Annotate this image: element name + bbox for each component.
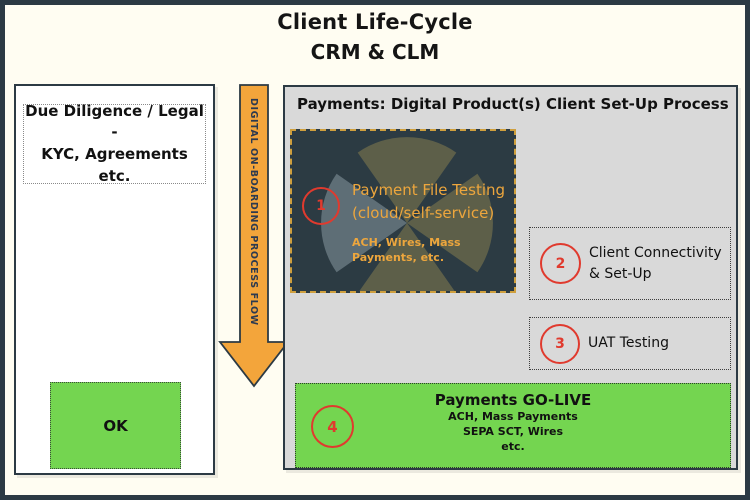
due-diligence-panel: Due Diligence / Legal - KYC, Agreements …: [14, 84, 215, 475]
ok-status-box: OK: [50, 382, 181, 469]
step-4-line1: ACH, Mass Payments: [448, 410, 578, 423]
setup-process-header: Payments: Digital Product(s) Client Set-…: [297, 95, 729, 113]
setup-process-panel: Payments: Digital Product(s) Client Set-…: [283, 85, 738, 470]
step-3-label: UAT Testing: [588, 335, 669, 352]
step-4-line3: etc.: [501, 440, 525, 453]
step-number-badge-2: 2: [540, 243, 581, 284]
title-line-1: Client Life-Cycle: [277, 10, 473, 34]
step-client-connectivity: 2 Client Connectivity & Set-Up: [529, 227, 731, 300]
petal-watermark-icon: [321, 137, 493, 291]
onboarding-flow-arrow: DIGITAL ON-BOARDING PROCESS FLOW: [215, 84, 291, 390]
step-4-line2: SEPA SCT, Wires: [462, 425, 564, 438]
ok-label: OK: [103, 416, 128, 435]
step-2-label-line1: Client Connectivity: [589, 245, 722, 262]
step-2-label-line2: & Set-Up: [589, 265, 652, 282]
down-arrow-icon: [218, 84, 290, 388]
step-number-2: 2: [555, 255, 566, 272]
step-4-title: Payments GO-LIVE: [434, 391, 592, 409]
page-title: Client Life-Cycle CRM & CLM: [0, 10, 750, 64]
due-diligence-box: Due Diligence / Legal - KYC, Agreements …: [23, 101, 206, 185]
due-diligence-label-line1: Due Diligence / Legal -: [25, 101, 204, 142]
step-number-1: 1: [316, 198, 326, 214]
step-1-title-line2: (cloud/self-service): [352, 204, 495, 222]
step-1-title-line1: Payment File Testing: [352, 181, 506, 199]
step-4-text: Payments GO-LIVE ACH, Mass Payments SEPA…: [296, 391, 730, 454]
step-payment-file-testing: 1 Payment File Testing (cloud/self-servi…: [290, 129, 516, 293]
step-1-subtitle: ACH, Wires, Mass Payments, etc.: [352, 236, 461, 264]
onboarding-flow-label: DIGITAL ON-BOARDING PROCESS FLOW: [248, 98, 259, 326]
step-number-4: 4: [327, 417, 338, 436]
step-1-text: Payment File Testing (cloud/self-service…: [352, 179, 505, 265]
due-diligence-label-line2: KYC, Agreements etc.: [41, 145, 188, 185]
step-payments-go-live: 4 Payments GO-LIVE ACH, Mass Payments SE…: [295, 383, 731, 468]
step-number-badge-1: 1: [302, 187, 340, 225]
step-number-badge-4: 4: [311, 405, 354, 448]
step-uat-testing: 3 UAT Testing: [529, 317, 731, 370]
step-number-3: 3: [555, 335, 565, 352]
title-line-2: CRM & CLM: [310, 40, 440, 64]
step-2-label: Client Connectivity & Set-Up: [589, 243, 722, 284]
step-number-badge-3: 3: [540, 323, 580, 364]
